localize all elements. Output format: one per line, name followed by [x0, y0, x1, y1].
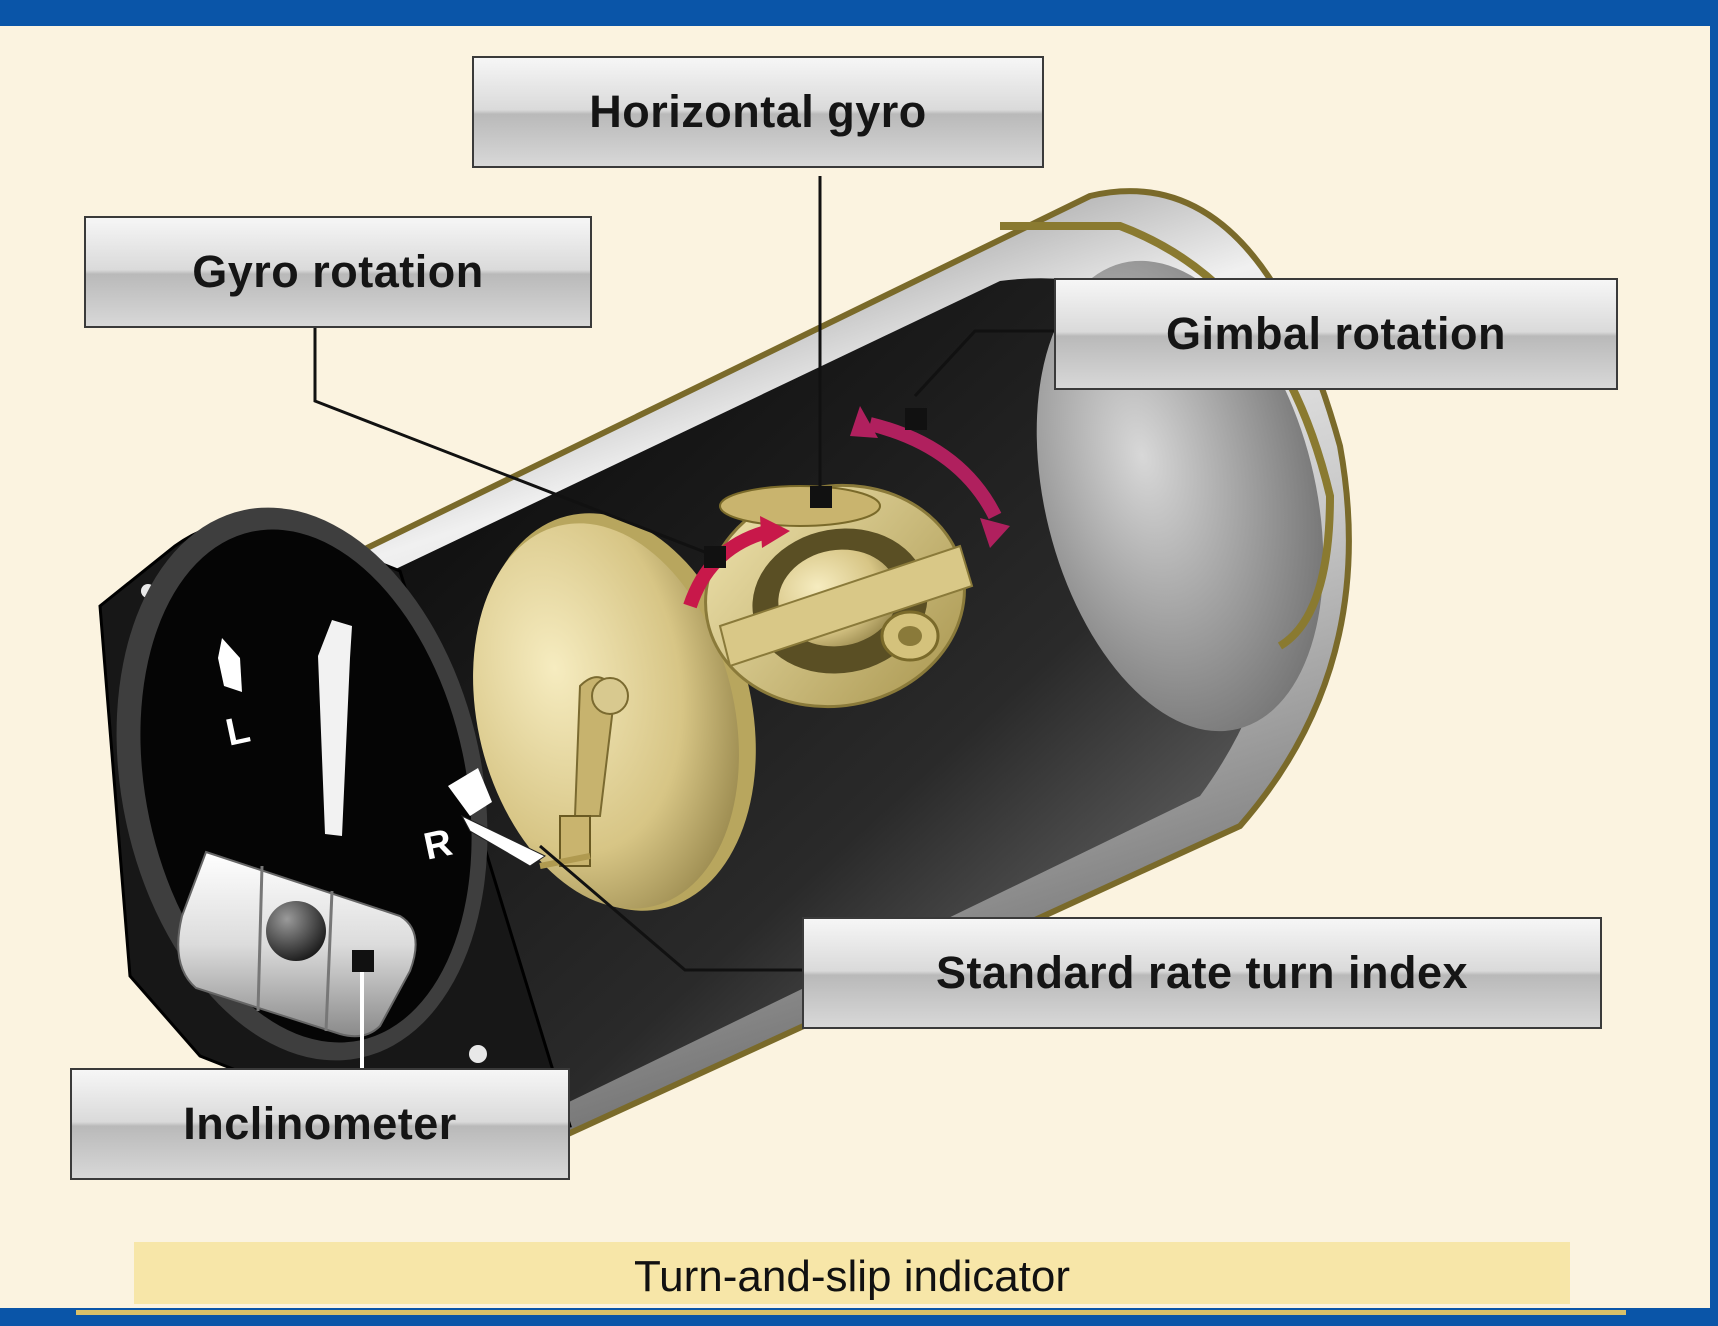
mount-hole-icon [469, 1045, 487, 1063]
callout-inclinometer-label: Inclinometer [183, 1098, 457, 1149]
gyro-rotation-arrowhead-icon [760, 516, 790, 548]
callout-gimbal-rotation: Gimbal rotation [1054, 278, 1618, 390]
caption-rule [76, 1310, 1626, 1315]
gimbal-rotation-arrow-icon [868, 417, 1002, 520]
callout-gimbal-rotation-label: Gimbal rotation [1165, 308, 1506, 359]
left-turn-index-icon [218, 638, 242, 692]
diagram-panel: L R [0, 26, 1710, 1315]
callout-gyro-rotation-label: Gyro rotation [192, 246, 484, 297]
callout-anchors [352, 408, 927, 972]
leader-lines [313, 176, 1057, 972]
gimbal-rotation-arrowhead-bottom-icon [980, 518, 1010, 548]
standard-rate-index-pointer-icon [460, 814, 547, 867]
caption-band [134, 1242, 1570, 1304]
inclinometer-tube [177, 850, 417, 1038]
dial-markings [218, 620, 492, 836]
callout-standard-rate-turn-index-label: Standard rate turn index [935, 947, 1469, 998]
turn-needle [318, 620, 352, 836]
figure-caption: Turn-and-slip indicator [633, 1252, 1071, 1301]
callout-gyro-rotation: Gyro rotation [84, 216, 592, 328]
callout-horizontal-gyro-label: Horizontal gyro [589, 86, 927, 137]
callout-horizontal-gyro: Horizontal gyro [472, 56, 1044, 168]
turn-and-slip-illustration: L R [98, 176, 1352, 1164]
callout-standard-rate-turn-index: Standard rate turn index [802, 917, 1602, 1029]
inclinometer-ball [266, 901, 326, 961]
right-turn-index-icon [448, 768, 492, 816]
gimbal-rotation-arrowhead-top-icon [850, 406, 878, 438]
callout-inclinometer: Inclinometer [70, 1068, 570, 1180]
gyro-rotor [473, 513, 756, 911]
